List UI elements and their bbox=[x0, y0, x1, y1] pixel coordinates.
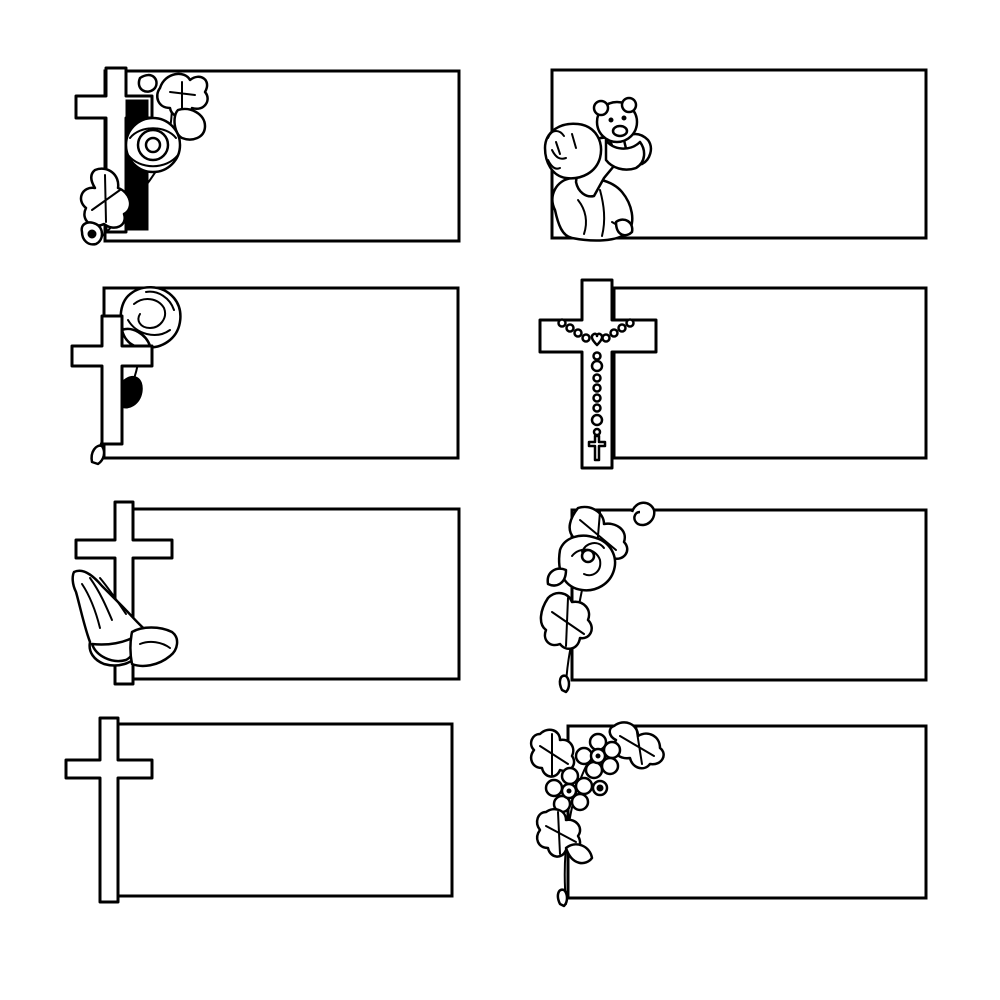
plain-cross-icon bbox=[64, 716, 154, 904]
cross-with-praying-hands-icon bbox=[71, 500, 179, 686]
baby-with-teddy-bear-icon bbox=[543, 96, 653, 242]
cross-with-rose-icon bbox=[70, 286, 182, 466]
plaque-cross-flower-vine bbox=[74, 66, 461, 246]
plaque-frame bbox=[612, 286, 928, 460]
cross-with-rosary-icon bbox=[538, 278, 658, 470]
plaque-frame bbox=[570, 508, 928, 682]
plaque-frame bbox=[128, 507, 461, 681]
plaque-frame bbox=[116, 722, 454, 898]
plaque-cross-rose bbox=[70, 286, 460, 466]
plaque-rose-stem bbox=[539, 501, 928, 694]
rose-on-stem-icon bbox=[539, 501, 656, 694]
plaque-cross-praying-hands bbox=[71, 500, 461, 686]
plaque-plain-cross bbox=[64, 716, 454, 904]
plaque-baby-teddy bbox=[543, 68, 928, 242]
plaque-cross-rosary bbox=[538, 278, 928, 470]
flower-corner-icon bbox=[529, 721, 665, 908]
plaque-flower-corner bbox=[529, 721, 928, 908]
cross-with-flower-vine-icon bbox=[74, 66, 209, 246]
